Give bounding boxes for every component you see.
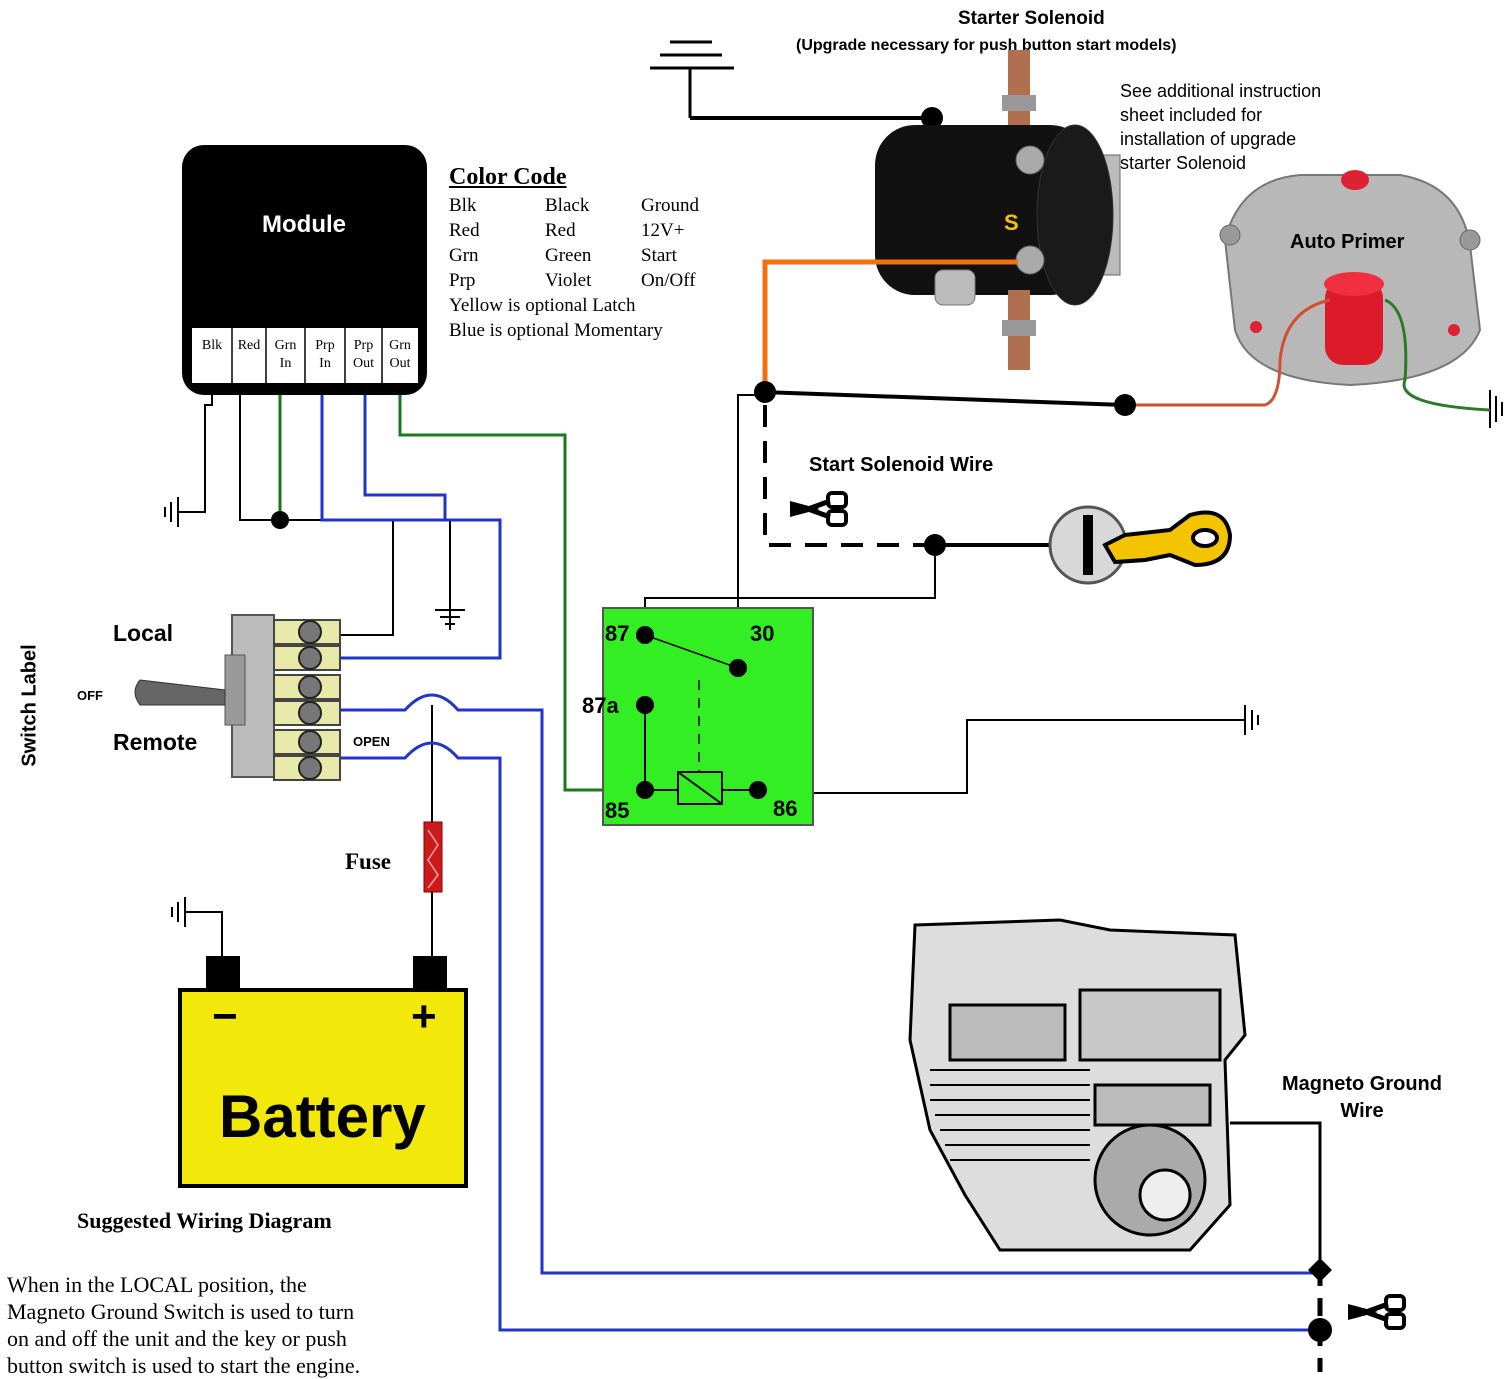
relay-pin-86: 86 [773, 796, 798, 821]
scissors-icon [790, 491, 848, 527]
battery-icon [178, 956, 468, 1188]
cut-wire-dashed [763, 405, 930, 547]
auto-primer-image [1219, 170, 1482, 387]
key-icon [1102, 510, 1233, 568]
module-title: Module [262, 211, 346, 238]
primer-red-lead [1125, 298, 1331, 407]
relay-pin-85: 85 [605, 798, 630, 823]
relay-box [602, 607, 814, 826]
switch-local-label: Local [113, 620, 174, 646]
solenoid-subtitle: (Upgrade necessary for push button start… [796, 37, 1177, 54]
battery-label: Battery [219, 1083, 426, 1150]
toggle-switch [134, 614, 341, 781]
ground-icon-relay [1244, 705, 1259, 735]
color-code-note: Blue is optional Momentary [449, 320, 663, 341]
black-wires [178, 390, 1322, 1268]
note-line: starter Solenoid [1120, 153, 1247, 173]
primer-green-lead [1384, 298, 1491, 412]
ground-icon-module [164, 497, 179, 527]
solenoid-note: See additional instruction sheet include… [1120, 79, 1321, 175]
magneto-label: Magneto Ground Wire [1262, 1071, 1462, 1125]
switch-off-label: OFF [77, 688, 103, 703]
relay-pin-87: 87 [605, 621, 630, 646]
relay-pin-30: 30 [750, 621, 775, 646]
switch-remote-label: Remote [113, 729, 198, 755]
solenoid-title: Starter Solenoid [958, 8, 1105, 29]
note-line: sheet included for [1120, 105, 1263, 125]
battery-minus: − [212, 992, 238, 1041]
switch-open-label: OPEN [353, 734, 390, 749]
note-line: See additional instruction [1120, 81, 1322, 101]
solenoid-image [875, 50, 1121, 370]
start-wire-label: Start Solenoid Wire [809, 454, 994, 476]
module-terminal-red: Red [237, 338, 261, 353]
relay-pin-87a: 87a [582, 693, 619, 718]
color-code-title: Color Code [449, 164, 567, 190]
junction-diamond [1308, 1258, 1332, 1282]
scissors-icon [1348, 1294, 1406, 1330]
module-terminal-blk: Blk [201, 338, 223, 353]
paragraph-line: When in the LOCAL position, the [7, 1272, 307, 1297]
junction-dot [271, 511, 289, 529]
fuse-icon [423, 821, 443, 893]
junction-dot [1308, 1318, 1332, 1342]
junction-dot [754, 381, 776, 403]
footer-paragraph: When in the LOCAL position, the Magneto … [7, 1271, 427, 1379]
color-code-note: Yellow is optional Latch [449, 295, 636, 316]
paragraph-line: button switch is used to start the engin… [7, 1353, 361, 1378]
solenoid-terminal-letter: S [1004, 210, 1019, 235]
junction-dot [924, 534, 946, 556]
auto-primer-label: Auto Primer [1290, 231, 1405, 253]
note-line: installation of upgrade [1120, 129, 1297, 149]
module-box [182, 145, 427, 395]
ground-icon-primer [1489, 390, 1503, 428]
magneto-label-line: Wire [1340, 1100, 1384, 1122]
paragraph-line: on and off the unit and the key or push [7, 1326, 347, 1351]
ground-icon-prp [435, 609, 465, 630]
battery-plus: + [411, 992, 437, 1041]
blue-wires [320, 395, 1318, 1332]
engine-image [908, 918, 1247, 1252]
fuse-label: Fuse [345, 849, 391, 874]
magneto-label-line: Magneto Ground [1282, 1073, 1442, 1095]
junction-dot [921, 107, 943, 129]
switch-side-label: Switch Label [18, 644, 41, 767]
junction-dot [1114, 394, 1136, 416]
diagram-caption: Suggested Wiring Diagram [77, 1208, 332, 1233]
paragraph-line: Magneto Ground Switch is used to turn [7, 1299, 355, 1324]
green-wires [278, 395, 645, 792]
ground-icon-top [650, 40, 932, 120]
ground-icon-battery [171, 897, 186, 927]
orange-wire [762, 259, 1018, 392]
